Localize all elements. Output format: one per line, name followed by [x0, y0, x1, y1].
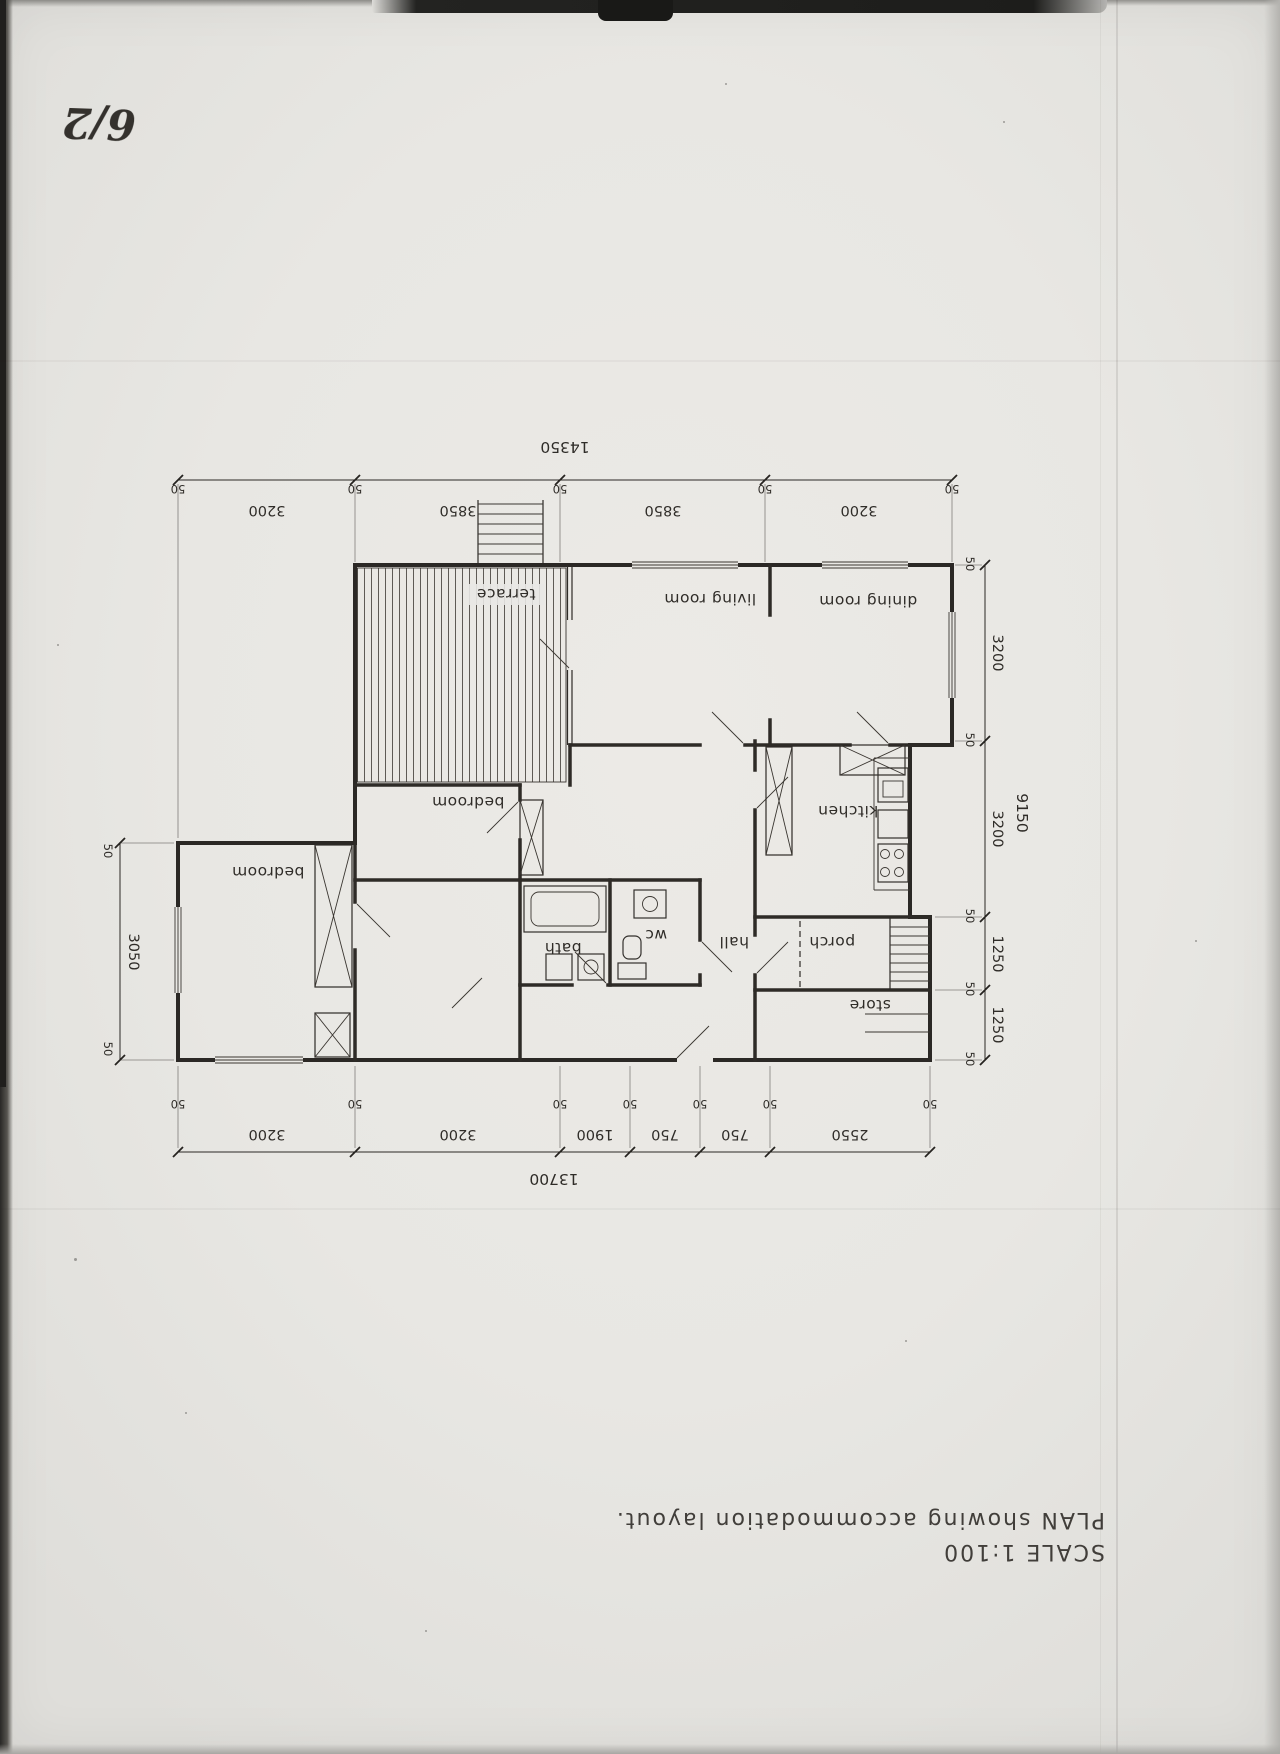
door-swings	[356, 711, 889, 1059]
dim-50: 50	[693, 1097, 708, 1111]
room-label-kitchen: kitchen	[818, 802, 879, 820]
scan-edge-top-band	[372, 0, 1107, 13]
dim-50: 50	[963, 733, 977, 748]
scan-speck	[57, 644, 59, 646]
dim-50: 50	[101, 844, 115, 859]
store-shelves	[865, 1013, 930, 1033]
scan-edge-right	[1264, 0, 1280, 1754]
dim-top-total: 13700	[529, 1170, 578, 1188]
dim-bottom-seg: 3200	[841, 502, 878, 518]
dim-top-seg: 750	[651, 1126, 679, 1142]
dim-50: 50	[348, 1097, 363, 1111]
dim-left-total: 9150	[1013, 793, 1031, 832]
dimension-labels: 13700 2550 750 750 1900 3200 3200 50 50 …	[101, 440, 1031, 1188]
dim-left-seg: 3200	[989, 635, 1005, 672]
terrace-steps	[477, 500, 544, 563]
dim-50: 50	[553, 1097, 568, 1111]
dim-bottom-seg: 3850	[440, 502, 477, 518]
dim-50: 50	[171, 1097, 186, 1111]
dim-50: 50	[553, 482, 568, 496]
paper-crease	[0, 1208, 1280, 1210]
dim-top-seg: 2550	[832, 1126, 869, 1142]
porch-steps	[799, 917, 930, 990]
dim-left-seg: 1250	[989, 936, 1005, 973]
room-label-bedroom-rear: bedroom	[432, 793, 505, 811]
room-label-wc: wc	[645, 926, 667, 944]
room-label-porch: porch	[809, 933, 855, 951]
paper-crease	[0, 360, 1280, 362]
scan-speck	[1003, 121, 1005, 123]
scan-edge-top-left	[0, 0, 372, 7]
scan-speck	[905, 1340, 907, 1342]
dim-right-seg: 3050	[125, 934, 141, 971]
dim-left-seg: 3200	[989, 811, 1005, 848]
dim-50: 50	[963, 1052, 977, 1067]
dim-top-seg: 1900	[577, 1126, 614, 1142]
paper-fold-line-faint	[1100, 0, 1101, 1754]
scan-edge-top-right	[1107, 0, 1280, 6]
title-block: SCALE 1:100 PLAN showing accommodation l…	[615, 1507, 1105, 1564]
room-label-living-room: living room	[664, 590, 756, 608]
page-number: 6/2	[61, 97, 137, 150]
scan-speck	[74, 1258, 77, 1261]
plan-title: PLAN showing accommodation layout.	[614, 1507, 1105, 1532]
dimension-lines	[114, 474, 991, 1158]
room-label-dining-room: dining room	[819, 592, 917, 610]
wc-fixtures	[617, 889, 667, 980]
dim-50: 50	[348, 482, 363, 496]
dim-bottom-seg: 3850	[645, 502, 682, 518]
built-in-cupboards	[314, 744, 906, 1058]
dim-50: 50	[963, 557, 977, 572]
scale-label: SCALE 1:100	[942, 1539, 1105, 1564]
dim-top-seg: 3200	[249, 1126, 286, 1142]
scan-edge-left-dark	[0, 0, 6, 1088]
room-label-bedroom-front: bedroom	[232, 863, 305, 881]
dim-50: 50	[963, 982, 977, 997]
dim-50: 50	[101, 1042, 115, 1057]
dim-50: 50	[945, 482, 960, 496]
dim-left-seg: 1250	[989, 1007, 1005, 1044]
dim-50: 50	[623, 1097, 638, 1111]
terrace-glazing	[539, 565, 573, 745]
paper-fold-line	[1116, 0, 1118, 1754]
dim-50: 50	[758, 482, 773, 496]
dim-top-seg: 750	[721, 1126, 749, 1142]
dim-50: 50	[923, 1097, 938, 1111]
terrace-label-backing	[468, 584, 544, 605]
scan-edge-top-notch	[598, 0, 673, 21]
room-label-bath: bath	[544, 939, 581, 957]
room-label-hall: hall	[719, 933, 749, 951]
room-label-terrace: terrace	[476, 585, 535, 603]
scan-speck	[1195, 940, 1197, 942]
dim-bottom-total: 14350	[540, 440, 589, 456]
floor-plan-drawing: 13700 2550 750 750 1900 3200 3200 50 50 …	[101, 440, 1031, 1188]
kitchen-fixtures	[873, 757, 910, 891]
scan-speck	[725, 83, 727, 85]
dim-50: 50	[763, 1097, 778, 1111]
dim-top-seg: 3200	[440, 1126, 477, 1142]
scan-edge-bottom	[0, 1744, 1280, 1754]
bathroom-fixtures	[523, 885, 607, 981]
room-label-store: store	[849, 996, 891, 1014]
scan-speck	[425, 1630, 427, 1632]
room-labels: store porch hall wc bath kitchen bedroom…	[232, 584, 917, 1014]
windows	[173, 560, 957, 1065]
scan-speck	[185, 1412, 187, 1414]
dim-50: 50	[171, 482, 186, 496]
dim-50: 50	[963, 909, 977, 924]
dim-bottom-seg: 3200	[249, 502, 286, 518]
